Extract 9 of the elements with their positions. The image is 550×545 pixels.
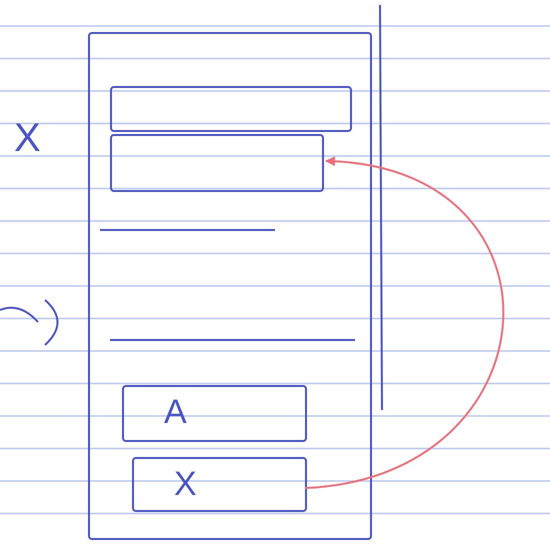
slot-text: A (164, 395, 187, 429)
empty-box (110, 86, 352, 132)
variable-label: X (14, 118, 41, 158)
arrow (304, 157, 504, 489)
slot-box (122, 385, 307, 442)
slot-box (132, 457, 307, 512)
slot-text: X (174, 467, 197, 501)
stack-frame (88, 32, 372, 540)
empty-box (110, 134, 324, 192)
